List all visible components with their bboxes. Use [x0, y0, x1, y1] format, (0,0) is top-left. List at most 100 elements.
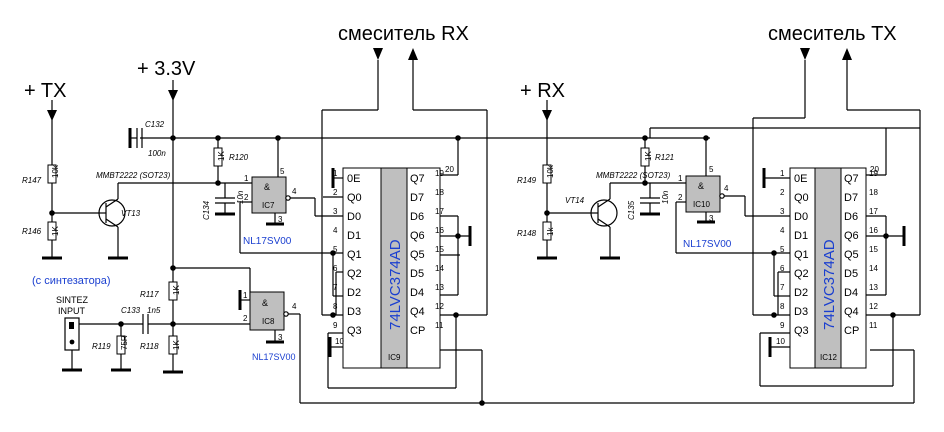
svg-text:4: 4: [724, 184, 729, 193]
chip-pin-label: Q7: [844, 173, 859, 185]
chip-pin-label: Q1: [347, 249, 362, 261]
vt13-type: MMBT2222 (SOT23): [96, 171, 171, 180]
chip-pin-label: Q4: [844, 306, 859, 318]
svg-text:&: &: [264, 182, 270, 192]
svg-text:75R: 75R: [120, 335, 129, 350]
ic10-gate: & IC10 5 3 1 2 4 NL17SV00: [440, 138, 790, 256]
ic9-chip: 74LVC374AD IC9 0E1Q02D03D14Q15Q26D27D38Q…: [321, 60, 488, 389]
chip-pin-label: D7: [844, 192, 858, 204]
svg-text:4: 4: [292, 302, 297, 311]
r119-label: R119: [92, 342, 111, 351]
c133-label: C133: [121, 306, 141, 315]
chip-pin-number: 14: [435, 264, 444, 273]
ic9-part-label: 74LVC374AD: [387, 239, 404, 330]
svg-text:2: 2: [678, 193, 683, 202]
chip-pin-label: D1: [347, 230, 361, 242]
ic8-gate: & IC8 3 1 2 4 NL17SV00: [238, 290, 915, 406]
mixer-tx-label: смеситель TX: [768, 23, 897, 45]
c134-label: C134: [202, 200, 211, 220]
rx-power-label: + RX: [520, 80, 565, 102]
chip-pin-number: 14: [869, 264, 878, 273]
chip-pin-label: D3: [794, 306, 808, 318]
chip-pin-number: 19: [435, 169, 444, 178]
chip-pin-label: Q2: [347, 268, 362, 280]
ic12-chip: 74LVC374AD IC12 0E1Q02D03D14Q15Q26D27D38…: [752, 60, 921, 387]
chip-pin-number: 9: [780, 321, 785, 330]
svg-text:10k: 10k: [546, 164, 555, 178]
chip-pin-number: 4: [333, 226, 338, 235]
chip-pin-label: Q1: [794, 249, 809, 261]
chip-pin-label: D7: [410, 192, 424, 204]
chip-pin-label: Q0: [794, 192, 809, 204]
chip-pin-number: 3: [780, 207, 785, 216]
svg-text:1: 1: [244, 174, 249, 183]
chip-pin-label: D0: [347, 211, 361, 223]
chip-pin-number: 7: [780, 283, 785, 292]
svg-text:3: 3: [278, 333, 283, 342]
chip-pin-number: 9: [333, 321, 338, 330]
chip-pin-number: 1: [333, 169, 338, 178]
c132-capacitor: C132 100n: [128, 120, 166, 158]
vt13-label: VT13: [121, 209, 141, 218]
r120-label: R120: [229, 153, 249, 162]
r118-label: R118: [140, 342, 159, 351]
svg-text:1K: 1K: [172, 285, 181, 295]
svg-text:1: 1: [243, 291, 248, 300]
chip-pin-label: D4: [410, 287, 424, 299]
supply-bus: [140, 98, 920, 268]
svg-text:1: 1: [678, 174, 683, 183]
chip-pin-label: D2: [347, 287, 361, 299]
ic12-part-label: 74LVC374AD: [821, 239, 838, 330]
ic9-label: IC9: [388, 353, 401, 362]
svg-text:1K: 1K: [217, 151, 226, 161]
chip-pin-number: 5: [333, 245, 338, 254]
svg-text:10k: 10k: [51, 164, 60, 178]
sintez-input-label: INPUT: [58, 306, 86, 316]
c134-value: 10n: [236, 190, 245, 204]
svg-text:&: &: [262, 298, 268, 308]
chip-pin-label: 0E: [794, 173, 807, 185]
chip-pin-label: D3: [347, 306, 361, 318]
chip-pin-number: 16: [435, 226, 444, 235]
svg-text:1K: 1K: [644, 151, 653, 161]
c133-value: 1n5: [147, 306, 161, 315]
svg-text:20: 20: [870, 165, 879, 174]
chip-pin-number: 11: [869, 321, 878, 330]
chip-pin-label: D1: [794, 230, 808, 242]
chip-pin-label: 0E: [347, 173, 360, 185]
svg-text:5: 5: [280, 167, 285, 176]
svg-text:10: 10: [335, 337, 344, 346]
svg-text:3: 3: [278, 215, 283, 224]
ic7-label: IC7: [262, 201, 275, 210]
chip-pin-label: Q3: [347, 325, 362, 337]
c135-label: C135: [627, 200, 636, 220]
chip-pin-label: D5: [844, 268, 858, 280]
svg-text:5: 5: [709, 165, 714, 174]
ic8-type: NL17SV00: [252, 352, 296, 362]
chip-pin-label: CP: [410, 325, 425, 337]
r149-label: R149: [517, 176, 537, 185]
chip-pin-number: 13: [435, 283, 444, 292]
c135-value: 10n: [661, 190, 670, 204]
chip-pin-label: D5: [410, 268, 424, 280]
svg-text:20: 20: [445, 165, 454, 174]
svg-text:1K: 1K: [51, 226, 60, 236]
mixer-rx-label: смеситель RX: [338, 23, 469, 45]
chip-pin-label: Q6: [844, 230, 859, 242]
chip-pin-number: 8: [780, 302, 785, 311]
chip-pin-number: 5: [780, 245, 785, 254]
chip-pin-number: 15: [435, 245, 444, 254]
chip-pin-number: 6: [333, 264, 338, 273]
ic10-label: IC10: [693, 200, 710, 209]
synth-input-stage: 1K 1K R117 R118 75R R119 C133 1n5: [62, 265, 251, 374]
svg-text:1K: 1K: [172, 340, 181, 350]
chip-pin-number: 1: [780, 169, 785, 178]
chip-pin-number: 2: [780, 188, 785, 197]
chip-pin-number: 17: [435, 207, 444, 216]
r146-label: R146: [22, 227, 42, 236]
chip-pin-label: D4: [844, 287, 858, 299]
chip-pin-label: D0: [794, 211, 808, 223]
chip-pin-number: 15: [869, 245, 878, 254]
svg-text:2: 2: [244, 193, 249, 202]
svg-text:1k: 1k: [546, 227, 555, 236]
